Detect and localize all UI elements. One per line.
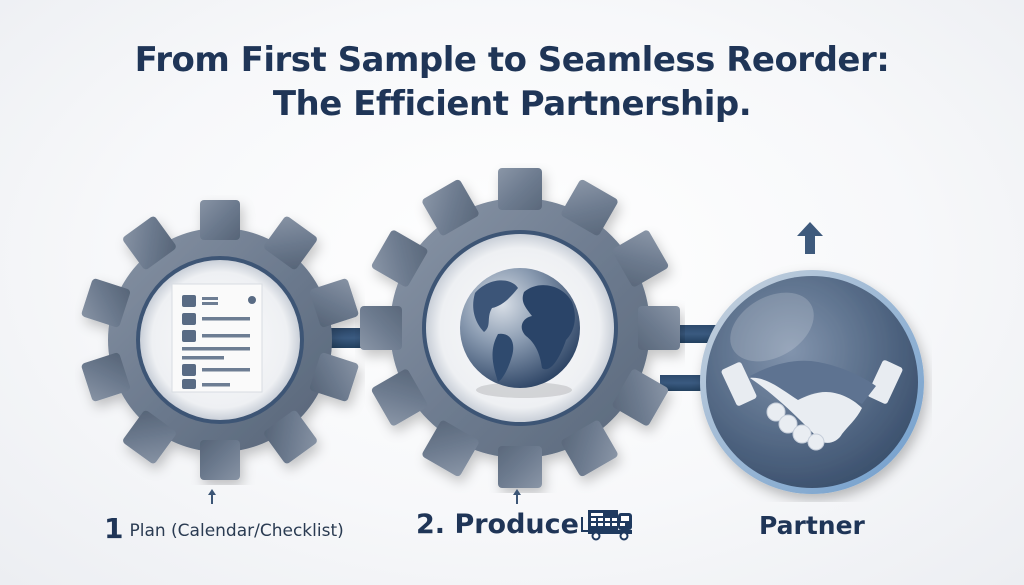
globe-icon — [460, 268, 580, 398]
page-title: From First Sample to Seamless Reorder: T… — [0, 38, 1024, 126]
checklist-icon — [171, 283, 263, 393]
step-2-label: 2. Produce — [416, 509, 579, 540]
step-2-arrow-icon — [513, 489, 521, 504]
step-1-text: Plan (Calendar/Checklist) — [129, 521, 344, 541]
step-3-label: Partner — [759, 511, 865, 540]
up-arrow-icon — [797, 222, 823, 258]
step-1-number: 1 — [104, 512, 124, 545]
partner-sphere — [692, 262, 932, 502]
handshake-icon — [721, 360, 903, 451]
produce-gear — [355, 163, 685, 493]
title-line-2: The Efficient Partnership. — [272, 84, 752, 124]
plan-gear — [75, 195, 365, 485]
title-line-1: From First Sample to Seamless Reorder: — [134, 40, 890, 80]
step-1-arrow-icon — [208, 489, 216, 504]
truck-icon — [580, 507, 636, 545]
